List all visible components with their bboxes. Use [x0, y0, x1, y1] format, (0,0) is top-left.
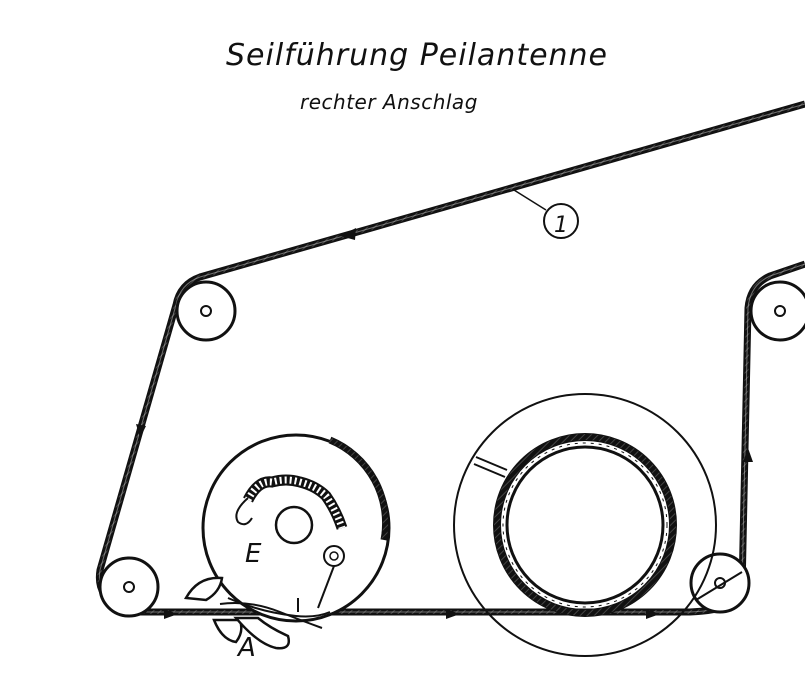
arrow-right-icon: [446, 609, 460, 619]
direction-arrows: [136, 228, 753, 619]
label-a: A: [236, 633, 256, 663]
pulley-bottom-right: [689, 552, 751, 614]
pulley-bottom-left: [98, 556, 160, 618]
spring-drum: E: [201, 433, 391, 623]
pulley-top-right: [749, 280, 805, 342]
diagram-subtitle: rechter Anschlag: [300, 90, 478, 114]
callout-1: 1: [513, 189, 579, 239]
arrow-down-icon: [136, 424, 146, 438]
arrow-up-icon: [743, 448, 753, 462]
diagram-title: Seilführung Peilantenne: [226, 38, 609, 73]
arrow-right-icon: [646, 609, 660, 619]
main-cable-route: [95, 100, 805, 616]
antenna-drum: [453, 393, 717, 657]
label-e: E: [245, 539, 262, 569]
pulley-top-left: [175, 280, 237, 342]
arrow-right-icon: [164, 609, 178, 619]
callout-number: 1: [554, 213, 568, 238]
arrow-left-icon: [340, 228, 356, 240]
anchor-clamp: A: [183, 576, 331, 663]
